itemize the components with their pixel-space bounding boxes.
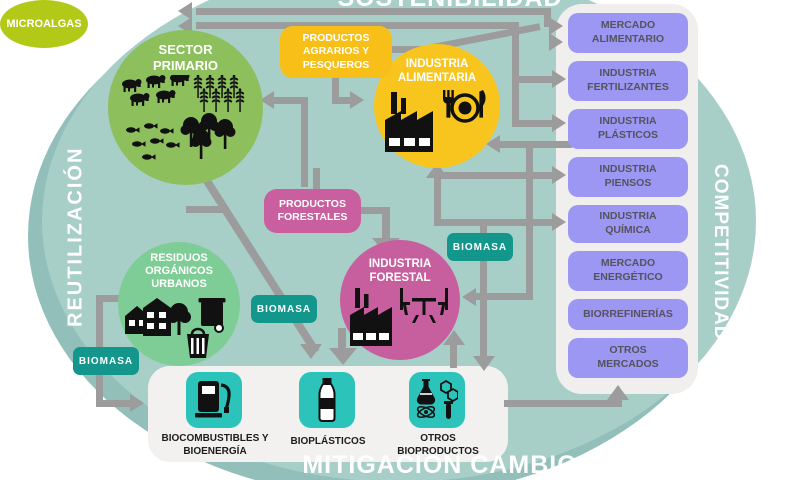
node-industria-forestal: INDUSTRIA FORESTAL [340, 240, 460, 360]
arrow-segment [512, 76, 560, 83]
arrow-segment [313, 168, 320, 194]
arrow-segment [196, 8, 544, 15]
title-competitividad: COMPETITIVIDAD [710, 163, 731, 341]
market-box-industria-plasticos: INDUSTRIA PLÁSTICOS [568, 109, 688, 149]
arrow-segment [96, 295, 122, 302]
product-label-biocombustibles: BIOCOMBUSTIBLES Y BIOENERGÍA [161, 433, 269, 457]
flow-label-productos-agrarios: PRODUCTOS AGRARIOS Y PESQUEROS [280, 26, 392, 78]
arrow-segment [434, 219, 556, 226]
node-sector-primario: SECTOR PRIMARIO [108, 30, 263, 185]
node-label: MICROALGAS [6, 18, 82, 30]
arrowhead-left [462, 288, 476, 306]
arrow-segment [196, 22, 516, 29]
flow-label-biomasa-1: BIOMASA [447, 233, 513, 261]
arrow-segment [474, 293, 532, 300]
arrowhead-right [549, 17, 563, 35]
arrowhead-right [350, 91, 364, 109]
product-label-bioplasticos: BIOPLÁSTICOS [290, 436, 366, 447]
tile-biocombustibles [186, 372, 242, 428]
arrow-segment [382, 207, 390, 241]
product-label-otros-bioproductos: OTROS BIOPRODUCTOS [397, 433, 479, 457]
market-label: BIORREFINERÍAS [583, 307, 673, 320]
market-label: INDUSTRIA PLÁSTICOS [597, 115, 659, 141]
arrow-segment [357, 207, 389, 214]
market-box-otros-mercados: OTROS MERCADOS [568, 338, 688, 378]
flow-label-biomasa-3: BIOMASA [73, 347, 139, 375]
node-residuos-organicos: RESIDUOS ORGÁNICOS URBANOS [118, 242, 240, 366]
factory-plate-cutlery-icons [385, 89, 486, 152]
node-microalgas: MICROALGAS [0, 0, 88, 48]
livestock-wheat-trees-fish-icons [121, 75, 245, 160]
arrow-segment [434, 172, 556, 179]
arrow-segment [512, 120, 560, 127]
arrow-segment [512, 22, 519, 127]
node-industria-alimentaria: INDUSTRIA ALIMENTARIA [374, 44, 500, 168]
flow-label-biomasa-2: BIOMASA [251, 295, 317, 323]
houses-tree-bins-icons [125, 297, 226, 358]
market-label: INDUSTRIA PIENSOS [599, 163, 657, 189]
node-label: RESIDUOS ORGÁNICOS URBANOS [145, 252, 213, 291]
arrow-segment [272, 97, 306, 104]
arrowhead-right [552, 114, 566, 132]
market-box-industria-quimica: INDUSTRIA QUÍMICA [568, 205, 688, 243]
arrowhead-right [552, 70, 566, 88]
market-box-industria-fertilizantes: INDUSTRIA FERTILIZANTES [568, 61, 688, 101]
title-mitigacion-cambio: MITIGACIÓN CAMBIO [302, 451, 578, 479]
chemistry-flask-molecules-icon [416, 379, 458, 419]
arrow-segment [614, 396, 621, 406]
arrow-segment [338, 328, 346, 352]
flow-label-productos-forestales: PRODUCTOS FORESTALES [264, 189, 361, 233]
node-label: INDUSTRIA FORESTAL [368, 258, 432, 284]
bottle-icon [318, 378, 336, 422]
title-reutilizacion: REUTILIZACIÓN [64, 146, 87, 328]
arrowhead-right [552, 213, 566, 231]
market-label: MERCADO ENERGÉTICO [593, 257, 663, 283]
arrow-segment [332, 97, 354, 104]
arrowhead-down [473, 356, 495, 371]
arrowhead-left [260, 91, 274, 109]
arrow-segment [301, 97, 308, 187]
market-label: MERCADO ALIMENTARIO [591, 19, 665, 45]
node-label: INDUSTRIA ALIMENTARIA [397, 58, 477, 84]
arrow-segment [434, 176, 441, 226]
arrow-segment [450, 342, 457, 368]
market-box-biorrefinerias: BIORREFINERÍAS [568, 299, 688, 330]
arrow-segment [504, 400, 622, 407]
factory-furniture-icons [350, 287, 448, 346]
fuel-pump-icon [195, 381, 231, 418]
arrow-segment [526, 145, 533, 300]
node-label: SECTOR PRIMARIO [153, 42, 218, 73]
market-label: INDUSTRIA FERTILIZANTES [587, 67, 669, 93]
arrow-segment [186, 206, 226, 213]
market-label: OTROS MERCADOS [597, 344, 659, 370]
market-label: INDUSTRIA QUÍMICA [599, 210, 657, 236]
arrow-segment [96, 400, 134, 407]
tile-otros-bioproductos [409, 372, 465, 428]
tile-bioplasticos [299, 372, 355, 428]
arrowhead-right [552, 166, 566, 184]
market-box-mercado-alimentario: MERCADO ALIMENTARIO [568, 13, 688, 53]
arrowhead-right [130, 394, 144, 412]
arrowhead-right [549, 33, 563, 51]
arrowhead-down [300, 344, 322, 359]
arrowhead-left [178, 2, 192, 20]
pill-label: PRODUCTOS AGRARIOS Y PESQUEROS [302, 32, 370, 71]
market-box-industria-piensos: INDUSTRIA PIENSOS [568, 157, 688, 197]
market-box-mercado-energetico: MERCADO ENERGÉTICO [568, 251, 688, 291]
arrow-segment [498, 141, 572, 148]
arrowhead-down [329, 348, 357, 365]
arrowhead-up [607, 385, 629, 400]
arrow-segment [544, 8, 551, 27]
pill-label: PRODUCTOS FORESTALES [277, 197, 348, 223]
